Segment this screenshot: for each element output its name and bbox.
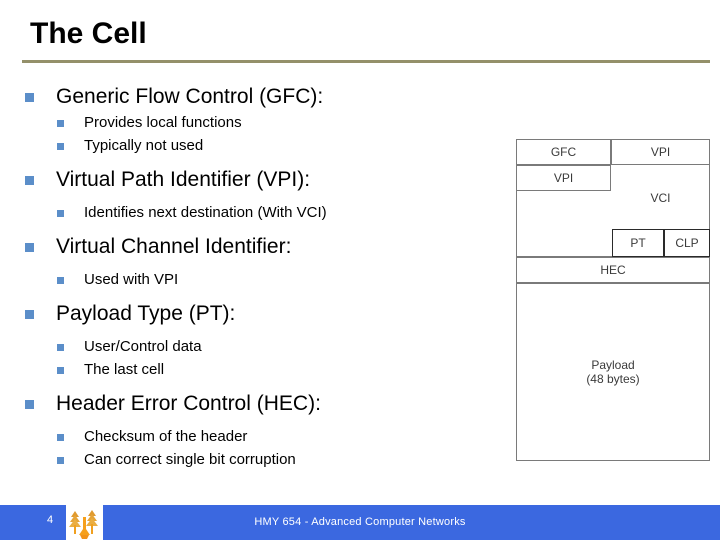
list-item: Checksum of the header [0, 426, 500, 448]
bullet-square-icon [57, 143, 64, 150]
list-item: Virtual Channel Identifier: [0, 232, 500, 261]
diagram-field-vpi-row2: VPI [516, 165, 611, 191]
atm-cell-diagram: VCI GFC VPI VPI PT CLP HEC Payload (48 b… [516, 139, 710, 461]
list-item-label: Identifies next destination (With VCI) [84, 204, 327, 221]
slide-footer: 4 [0, 505, 720, 540]
diagram-field-vci-label: VCI [650, 191, 671, 205]
bullet-square-icon [57, 434, 64, 441]
diagram-field-pt: PT [612, 229, 664, 257]
list-item: Typically not used [0, 135, 500, 157]
list-item-label: Payload Type (PT): [56, 302, 236, 325]
list-item-label: Typically not used [84, 137, 204, 154]
bullet-square-icon [57, 344, 64, 351]
list-item: Can correct single bit corruption [0, 449, 500, 471]
bullet-square-icon [57, 277, 64, 284]
payload-title: Payload [591, 358, 635, 372]
bullet-square-icon [57, 367, 64, 374]
list-item: Generic Flow Control (GFC): [0, 82, 500, 111]
diagram-field-gfc: GFC [516, 139, 611, 165]
page-number: 4 [46, 514, 54, 526]
list-item-label: Header Error Control (HEC): [56, 392, 321, 415]
list-item-label: Provides local functions [84, 114, 242, 131]
page-title: The Cell [30, 17, 147, 50]
diagram-field-vpi-row1: VPI [611, 139, 710, 165]
bullet-square-icon [25, 93, 34, 102]
list-item-label: User/Control data [84, 338, 202, 355]
diagram-field-hec: HEC [516, 257, 710, 283]
list-item: Header Error Control (HEC): [0, 389, 500, 418]
list-item-label: Virtual Path Identifier (VPI): [56, 168, 311, 191]
bullet-square-icon [25, 400, 34, 409]
bullet-square-icon [57, 120, 64, 127]
list-item: The last cell [0, 359, 500, 381]
bullet-list: Generic Flow Control (GFC): Provides loc… [0, 78, 500, 471]
bullet-square-icon [57, 210, 64, 217]
list-item: Payload Type (PT): [0, 299, 500, 328]
list-item-label: The last cell [84, 361, 165, 378]
bullet-square-icon [57, 457, 64, 464]
list-item: Used with VPI [0, 269, 500, 291]
list-item-label: Checksum of the header [84, 428, 248, 445]
footer-course-label: HMY 654 - Advanced Computer Networks [254, 516, 466, 528]
list-item-label: Generic Flow Control (GFC): [56, 85, 324, 108]
title-divider [22, 60, 710, 63]
payload-size: (48 bytes) [586, 372, 640, 386]
list-item: Identifies next destination (With VCI) [0, 202, 500, 224]
diagram-field-clp: CLP [664, 229, 710, 257]
list-item-label: Used with VPI [84, 271, 179, 288]
bullet-square-icon [25, 243, 34, 252]
list-item-label: Virtual Channel Identifier: [56, 235, 292, 258]
diagram-field-payload: Payload (48 bytes) [516, 283, 710, 461]
bullet-square-icon [25, 310, 34, 319]
university-tree-logo [66, 505, 103, 540]
bullet-square-icon [25, 176, 34, 185]
list-item-label: Can correct single bit corruption [84, 451, 296, 468]
list-item: User/Control data [0, 336, 500, 358]
list-item: Virtual Path Identifier (VPI): [0, 165, 500, 194]
list-item: Provides local functions [0, 112, 500, 134]
